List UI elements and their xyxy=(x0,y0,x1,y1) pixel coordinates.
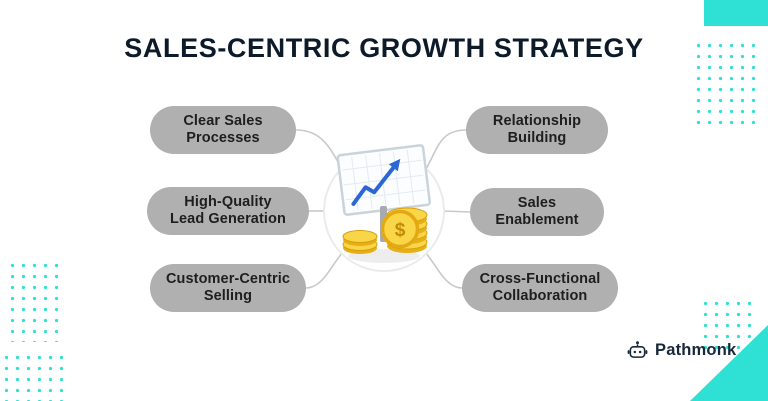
pill-high-quality-lead-generation: High-Quality Lead Generation xyxy=(147,187,309,235)
page-title: SALES-CENTRIC GROWTH STRATEGY xyxy=(124,33,644,63)
pill-customer-centric-selling: Customer-Centric Selling xyxy=(150,264,306,312)
dot-grid-top-right xyxy=(693,40,761,130)
pill-clear-sales-processes: Clear Sales Processes xyxy=(150,106,296,154)
pill-cross-functional-collaboration: Cross-Functional Collaboration xyxy=(462,264,618,312)
dollar-symbol: $ xyxy=(395,220,406,241)
growth-chart-icon xyxy=(336,144,431,216)
dot-grid-bottom-left-lower xyxy=(1,352,65,401)
pill-sales-enablement: Sales Enablement xyxy=(470,188,604,236)
pill-relationship-building: Relationship Building xyxy=(466,106,608,154)
pill-label: Clear Sales Processes xyxy=(183,112,263,146)
robot-icon xyxy=(627,341,648,358)
upward-arrow-icon xyxy=(351,165,396,206)
pill-label: High-Quality Lead Generation xyxy=(170,193,286,227)
dot-grid-bottom-left-upper xyxy=(7,260,61,342)
dollar-coin-icon: $ xyxy=(380,209,420,249)
pill-label: Customer-Centric Selling xyxy=(165,270,291,304)
pathmonk-logo: Pathmonk xyxy=(627,340,736,361)
corner-triangle-decoration xyxy=(690,325,768,401)
pill-label: Sales Enablement xyxy=(495,194,579,228)
corner-square-decoration xyxy=(704,0,768,26)
pill-label: Relationship Building xyxy=(492,112,582,146)
pill-label: Cross-Functional Collaboration xyxy=(479,270,601,304)
logo-text: Pathmonk xyxy=(655,341,737,359)
coin-stacks-icon: $ xyxy=(342,207,428,254)
